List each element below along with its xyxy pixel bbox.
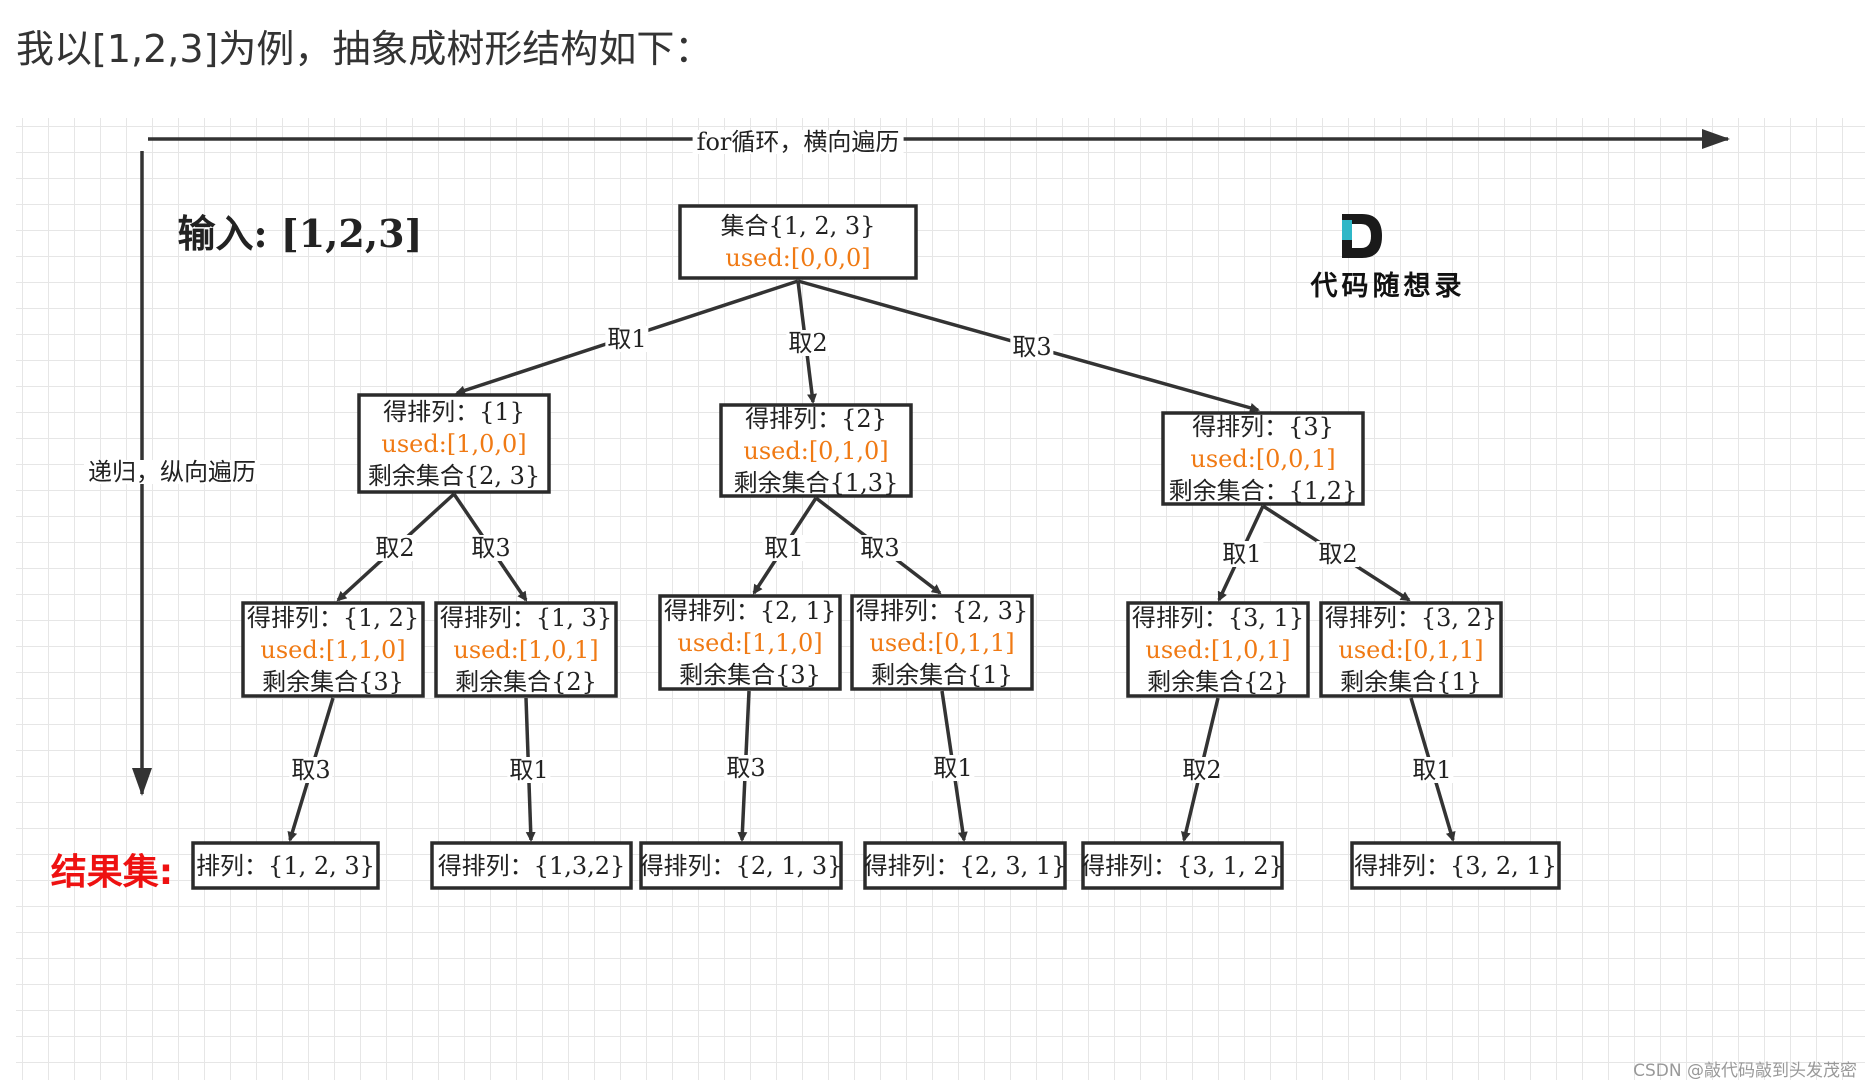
node-title: 得排列：{3, 2} bbox=[1324, 603, 1498, 632]
node-box-n32 bbox=[1319, 601, 1503, 698]
node-title: 得排列：{2, 1} bbox=[663, 596, 837, 625]
node-title: 集合{1, 2, 3} bbox=[720, 212, 876, 240]
input-label: 输入: [1,2,3] bbox=[177, 211, 423, 256]
node-used-array: used:[0,0,1] bbox=[1190, 444, 1336, 473]
vertical-axis-label: 递归，纵向遍历 bbox=[84, 460, 260, 484]
page-heading: 我以[1,2,3]为例，抽象成树形结构如下： bbox=[16, 27, 713, 71]
edge-label-n2-to-n21: 取1 bbox=[762, 534, 806, 562]
node-remaining-set: 剩余集合{3} bbox=[262, 667, 404, 696]
node-box-root bbox=[678, 204, 918, 280]
nodes-layer bbox=[191, 204, 1561, 890]
node-used-array: used:[1,1,0] bbox=[677, 628, 823, 657]
node-box-r132 bbox=[430, 841, 633, 890]
node-box-r321 bbox=[1350, 841, 1561, 890]
node-r123: 排列：{1, 2, 3} bbox=[193, 843, 378, 888]
edge-label-n13-to-r132: 取1 bbox=[507, 756, 551, 784]
node-used-array: used:[0,1,1] bbox=[1338, 635, 1484, 664]
node-box-n31 bbox=[1126, 601, 1310, 698]
node-box-n3 bbox=[1161, 411, 1365, 506]
edge-label-n2-to-n23: 取3 bbox=[858, 534, 902, 562]
edge-label-n1-to-n13: 取3 bbox=[469, 534, 513, 562]
edge-label-root-to-n3: 取3 bbox=[1010, 333, 1054, 361]
node-box-r231 bbox=[863, 841, 1067, 890]
node-used-array: used:[1,0,0] bbox=[381, 429, 527, 458]
node-used-array: used:[1,1,0] bbox=[260, 635, 406, 664]
node-n12: 得排列：{1, 2} used:[1,1,0] 剩余集合{3} bbox=[243, 603, 423, 696]
node-box-r123 bbox=[191, 841, 380, 890]
node-title: 得排列：{2, 3, 1} bbox=[863, 851, 1067, 880]
node-n3: 得排列：{3} used:[0,0,1] 剩余集合：{1,2} bbox=[1163, 412, 1363, 505]
edge-label-n3-to-n31: 取1 bbox=[1220, 540, 1264, 568]
node-title: 得排列：{3, 1} bbox=[1131, 603, 1305, 632]
node-r312: 得排列：{3, 1, 2} bbox=[1081, 843, 1284, 888]
edge-label-n21-to-r213: 取3 bbox=[724, 754, 768, 782]
node-used-array: used:[0,0,0] bbox=[725, 244, 871, 272]
node-n1: 得排列：{1} used:[1,0,0] 剩余集合{2, 3} bbox=[359, 395, 549, 492]
edge-label-n1-to-n12: 取2 bbox=[373, 534, 417, 562]
node-title: 得排列：{1, 2} bbox=[246, 603, 420, 632]
node-box-r213 bbox=[639, 841, 843, 890]
edge-label-n3-to-n32: 取2 bbox=[1316, 540, 1360, 568]
node-remaining-set: 剩余集合{1} bbox=[1340, 667, 1482, 696]
node-n21: 得排列：{2, 1} used:[1,1,0] 剩余集合{3} bbox=[660, 596, 840, 689]
node-title: 排列：{1, 2, 3} bbox=[196, 851, 375, 880]
node-title: 得排列：{2} bbox=[745, 404, 887, 433]
edge-label-n32-to-r321: 取1 bbox=[1410, 756, 1454, 784]
node-box-n21 bbox=[658, 594, 842, 691]
edge-label-n31-to-r312: 取2 bbox=[1180, 756, 1224, 784]
node-remaining-set: 剩余集合{1} bbox=[871, 660, 1013, 689]
watermark: CSDN @敲代码敲到头发茂密 bbox=[1633, 1061, 1857, 1081]
logo-text: 代码随想录 bbox=[1310, 271, 1466, 302]
node-used-array: used:[1,0,1] bbox=[1145, 635, 1291, 664]
node-n31: 得排列：{3, 1} used:[1,0,1] 剩余集合{2} bbox=[1128, 603, 1308, 696]
node-root: 集合{1, 2, 3} used:[0,0,0] bbox=[680, 206, 916, 278]
node-used-array: used:[0,1,0] bbox=[743, 436, 889, 465]
edge-label-root-to-n1: 取1 bbox=[605, 325, 649, 353]
node-remaining-set: 剩余集合{1,3} bbox=[733, 468, 899, 497]
edge-label-n12-to-r123: 取3 bbox=[289, 756, 333, 784]
node-box-n1 bbox=[357, 393, 551, 494]
node-n23: 得排列：{2, 3} used:[0,1,1] 剩余集合{1} bbox=[852, 596, 1032, 689]
logo-mark-icon bbox=[1342, 214, 1382, 258]
node-used-array: used:[1,0,1] bbox=[453, 635, 599, 664]
node-r231: 得排列：{2, 3, 1} bbox=[863, 843, 1067, 888]
tree-diagram: for循环，横向遍历 递归，纵向遍历 输入: [1,2,3] 结果集: 代码随想… bbox=[16, 118, 1865, 1080]
node-remaining-set: 剩余集合{3} bbox=[679, 660, 821, 689]
node-remaining-set: 剩余集合{2, 3} bbox=[367, 461, 541, 490]
node-title: 得排列：{1, 3} bbox=[439, 603, 613, 632]
node-title: 得排列：{1} bbox=[383, 397, 525, 426]
node-remaining-set: 剩余集合{2} bbox=[455, 667, 597, 696]
node-box-r312 bbox=[1081, 841, 1284, 890]
node-r321: 得排列：{3, 2, 1} bbox=[1352, 843, 1559, 888]
node-box-n2 bbox=[719, 403, 913, 498]
node-n32: 得排列：{3, 2} used:[0,1,1] 剩余集合{1} bbox=[1321, 603, 1501, 696]
edge-label-n23-to-r231: 取1 bbox=[931, 754, 975, 782]
node-title: 得排列：{2, 3} bbox=[855, 596, 1029, 625]
result-set-label: 结果集: bbox=[50, 852, 174, 893]
node-r213: 得排列：{2, 1, 3} bbox=[639, 843, 843, 888]
horizontal-axis-label: for循环，横向遍历 bbox=[692, 130, 904, 154]
node-title: 得排列：{2, 1, 3} bbox=[639, 851, 843, 880]
logo: 代码随想录 bbox=[1298, 214, 1478, 302]
edge-label-root-to-n2: 取2 bbox=[786, 329, 830, 357]
node-n13: 得排列：{1, 3} used:[1,0,1] 剩余集合{2} bbox=[436, 603, 616, 696]
node-box-n23 bbox=[850, 594, 1034, 691]
node-remaining-set: 剩余集合{2} bbox=[1147, 667, 1289, 696]
node-title: 得排列：{3} bbox=[1192, 412, 1334, 441]
node-used-array: used:[0,1,1] bbox=[869, 628, 1015, 657]
node-box-n13 bbox=[434, 601, 618, 698]
node-r132: 得排列：{1,3,2} bbox=[432, 843, 631, 888]
node-box-n12 bbox=[241, 601, 425, 698]
node-n2: 得排列：{2} used:[0,1,0] 剩余集合{1,3} bbox=[721, 404, 911, 497]
node-title: 得排列：{1,3,2} bbox=[437, 851, 626, 880]
node-title: 得排列：{3, 2, 1} bbox=[1354, 851, 1557, 880]
node-title: 得排列：{3, 1, 2} bbox=[1081, 851, 1284, 880]
node-remaining-set: 剩余集合：{1,2} bbox=[1168, 476, 1358, 505]
